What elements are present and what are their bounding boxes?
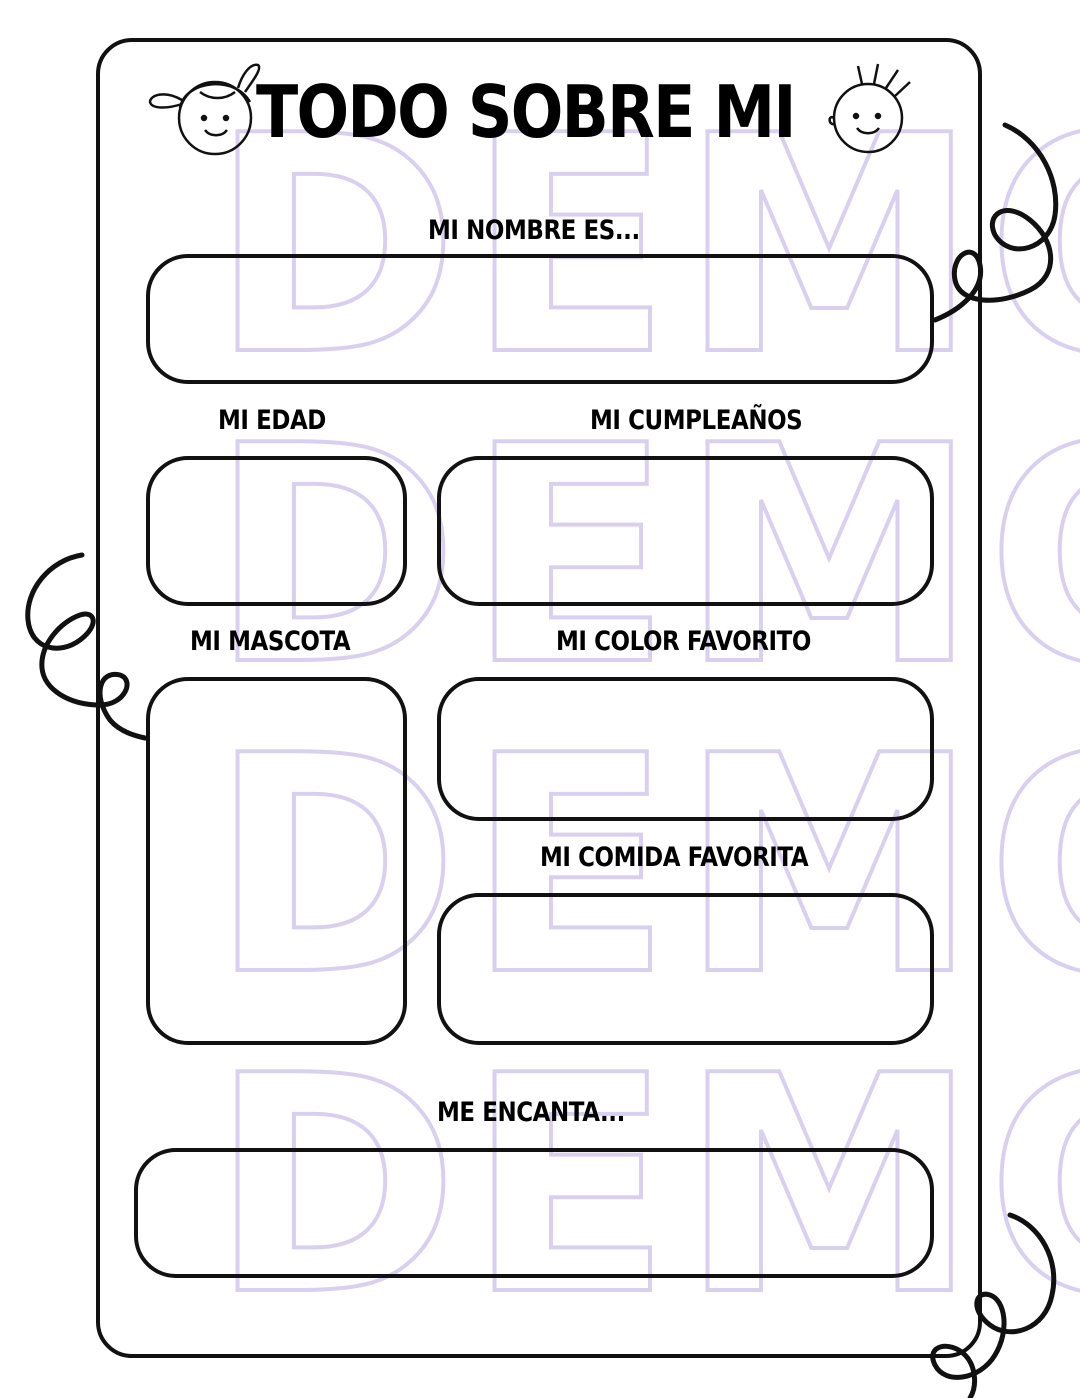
color-label: MI COLOR FAVORITO [556, 626, 811, 657]
age-field[interactable] [146, 456, 407, 606]
love-label: ME ENCANTA... [437, 1097, 625, 1128]
color-field[interactable] [437, 677, 934, 821]
birthday-field[interactable] [437, 456, 934, 606]
food-label: MI COMIDA FAVORITA [540, 842, 809, 873]
worksheet-title: TODO SOBRE MI [256, 70, 796, 154]
birthday-label: MI CUMPLEAÑOS [590, 405, 803, 436]
pet-label: MI MASCOTA [190, 626, 351, 657]
name-label: MI NOMBRE ES... [428, 215, 640, 246]
love-field[interactable] [134, 1148, 934, 1278]
food-field[interactable] [437, 893, 934, 1045]
name-field[interactable] [146, 254, 934, 384]
age-label: MI EDAD [218, 405, 326, 436]
pet-field[interactable] [146, 677, 407, 1045]
